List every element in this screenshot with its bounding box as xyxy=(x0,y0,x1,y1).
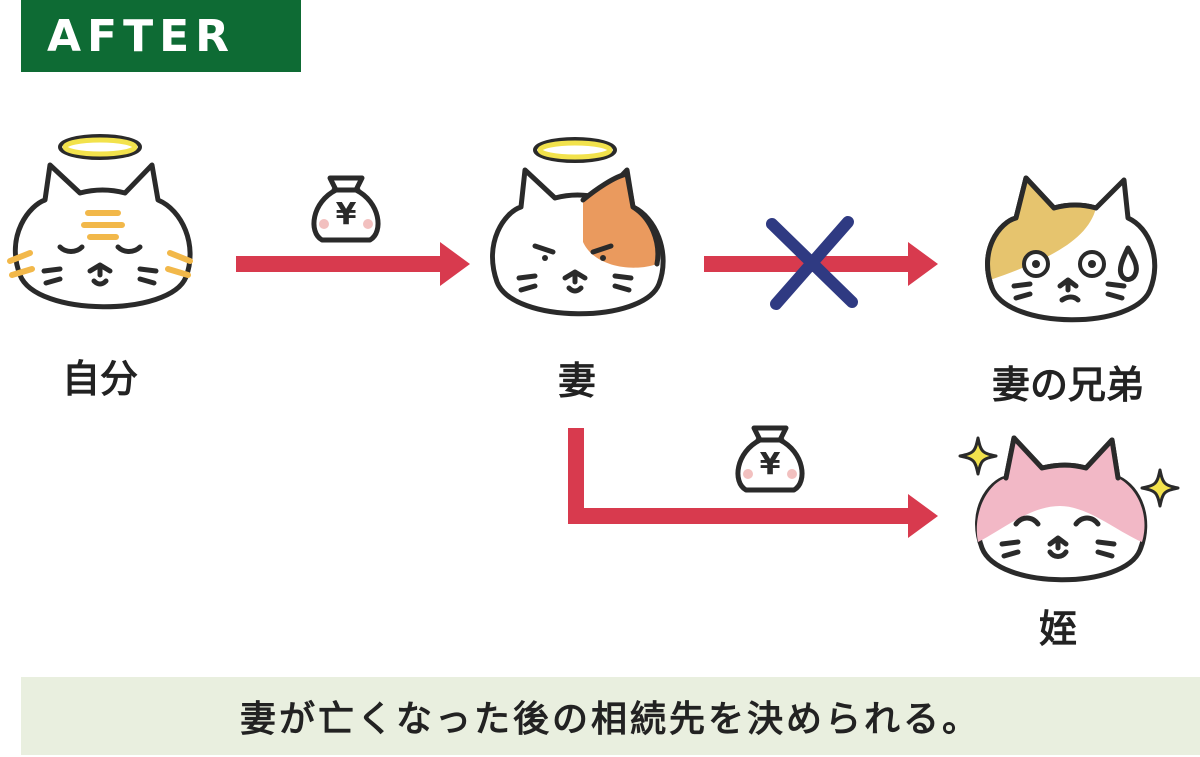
wife-cat-icon xyxy=(490,137,666,317)
money-bag-icon: ¥ xyxy=(311,175,381,243)
niece-cat-icon xyxy=(975,435,1148,583)
after-badge-text: AFTER xyxy=(47,10,236,62)
yen-symbol: ¥ xyxy=(760,447,781,482)
wife-siblings-cat-icon xyxy=(985,175,1158,323)
money-bag-icon: ¥ xyxy=(735,425,805,493)
caption-banner: 妻が亡くなった後の相続先を決められる。 xyxy=(21,677,1200,755)
arrow-wife-to-niece xyxy=(568,428,938,538)
self-label: 自分 xyxy=(61,357,139,401)
caption-text: 妻が亡くなった後の相続先を決められる。 xyxy=(239,699,981,740)
wife-siblings-label: 妻の兄弟 xyxy=(991,363,1145,407)
niece-label: 姪 xyxy=(1038,607,1078,651)
wife-label: 妻 xyxy=(557,359,597,403)
yen-symbol: ¥ xyxy=(336,197,357,232)
cross-mark-icon xyxy=(766,216,858,310)
sparkle-icon xyxy=(1140,468,1180,508)
sparkle-icon xyxy=(958,436,998,476)
self-cat-icon xyxy=(7,134,193,310)
arrow-self-to-wife xyxy=(236,242,470,286)
after-badge: AFTER xyxy=(21,0,301,72)
